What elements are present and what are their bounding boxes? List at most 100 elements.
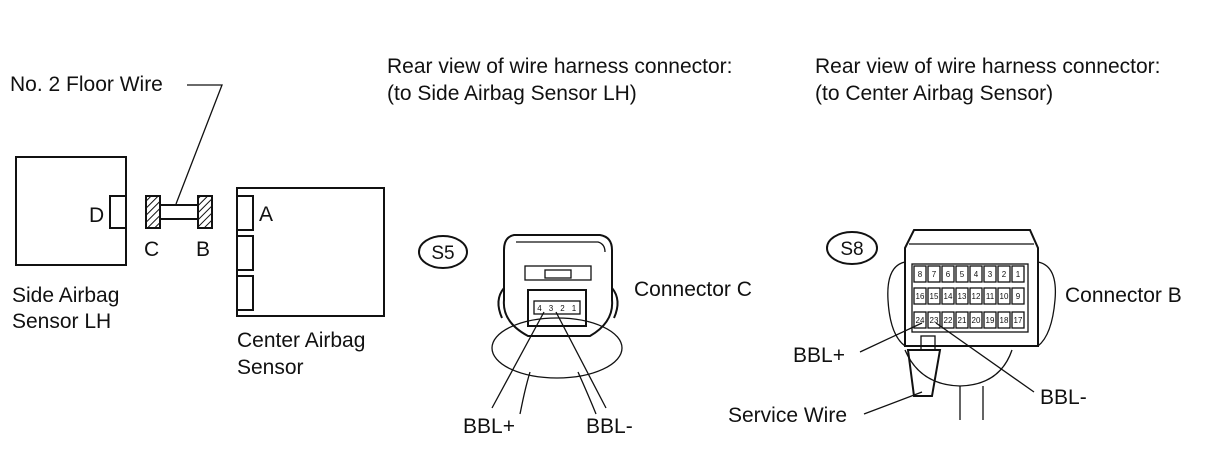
connector-a-letter: A (259, 203, 273, 226)
s5-connector-label: Connector C (634, 278, 752, 301)
s8-service-wire-leader (863, 391, 923, 415)
end-b-letter: B (196, 238, 210, 261)
s5-housing-rim (516, 241, 606, 253)
s8-pin-cell (969, 287, 983, 305)
s8-title-2: (to Center Airbag Sensor) (815, 82, 1053, 105)
s8-pin: 4 (974, 270, 979, 279)
s8-pin: 16 (916, 292, 925, 301)
s5-connector: 4 3 2 1 (491, 234, 623, 415)
s5-pin: 1 (572, 304, 577, 313)
center-airbag-sensor: A Center Airbag Sensor (236, 187, 385, 379)
s8-bbl-plus: BBL+ (793, 344, 845, 367)
s8-pin: 23 (930, 316, 939, 325)
s8-pin-cell (927, 265, 941, 283)
connector-d-letter: D (89, 204, 104, 227)
s5-pin: 4 (537, 304, 542, 313)
s8-flange-left (887, 261, 906, 347)
side-sensor-label-2: Sensor LH (12, 310, 111, 333)
s8-pin-cell (997, 311, 1011, 329)
s8-pin-grid (911, 263, 1029, 333)
s5-housing (502, 234, 614, 337)
s8-pin: 7 (932, 270, 937, 279)
s8-pin-cell (927, 287, 941, 305)
s8-pin: 11 (986, 292, 995, 301)
s8-pin-cell (913, 287, 927, 305)
s5-bbl-plus: BBL+ (463, 415, 515, 438)
s8-pin-cell (913, 311, 927, 329)
floor-wire: C B (144, 195, 213, 261)
s5-badge-outline (418, 235, 468, 269)
side-airbag-sensor: D Side Airbag Sensor LH (12, 156, 127, 333)
s8-pin-cell (969, 311, 983, 329)
s8-pin-cell (941, 311, 955, 329)
s8-pin-cell (955, 287, 969, 305)
floor-wire-label: No. 2 Floor Wire (10, 73, 163, 96)
s8-pin: 18 (1000, 316, 1009, 325)
floor-wire-end-b (197, 195, 213, 229)
s8-pin-cell (941, 265, 955, 283)
s8-pin-cell (1011, 287, 1025, 305)
s8-harness-bulge (904, 349, 1013, 387)
s8-service-wire-label: Service Wire (728, 404, 847, 427)
center-sensor-label-2: Sensor (237, 356, 304, 379)
s5-pin: 3 (549, 304, 554, 313)
s8-pin-cell (997, 265, 1011, 283)
s8-pin: 19 (986, 316, 995, 325)
floor-wire-body (159, 204, 199, 220)
s5-bbl-minus: BBL- (586, 415, 633, 438)
s8-bbl-minus-leader (935, 322, 1035, 393)
center-connector-3 (236, 275, 254, 311)
s8-bbl-plus-leader (859, 322, 923, 353)
s5-ear-left (497, 287, 505, 319)
s8-pin-cell (913, 265, 927, 283)
s8-pin-cell (997, 287, 1011, 305)
s8-pin: 12 (972, 292, 981, 301)
s8-pin: 17 (1014, 316, 1023, 325)
s8-pin-cell (983, 287, 997, 305)
s8-pin-cell (941, 287, 955, 305)
s8-pin-cell (927, 311, 941, 329)
s8-pin: 13 (958, 292, 967, 301)
s8-pin-cell (955, 311, 969, 329)
s5-cavity-block (527, 289, 587, 327)
s8-flange-right (1037, 261, 1057, 347)
s5-bbl-minus-leader (555, 311, 607, 409)
s5-title-1: Rear view of wire harness connector: (387, 55, 733, 78)
floor-wire-end-c (145, 195, 161, 229)
side-sensor-label-1: Side Airbag (12, 284, 119, 307)
end-c-letter: C (144, 238, 159, 261)
s8-pin: 6 (946, 270, 951, 279)
center-sensor-label-1: Center Airbag (237, 329, 365, 352)
s8-pin: 20 (972, 316, 981, 325)
s8-pin-cell (983, 311, 997, 329)
s5-badge: S5 (418, 235, 468, 269)
s5-ear-right (611, 287, 619, 319)
s5-latch (524, 265, 592, 281)
s8-pin: 21 (958, 316, 967, 325)
s5-bbl-plus-leader (491, 311, 545, 409)
s5-title-2: (to Side Airbag Sensor LH) (387, 82, 637, 105)
center-connector-2 (236, 235, 254, 271)
s8-pin: 22 (944, 316, 953, 325)
s8-lock-lug (920, 335, 936, 351)
s5-latch-tab (544, 269, 572, 279)
s8-pin: 2 (1002, 270, 1007, 279)
s8-title-1: Rear view of wire harness connector: (815, 55, 1161, 78)
s8-pin-cell (983, 265, 997, 283)
s8-badge: S8 (826, 231, 878, 265)
s8-pin: 9 (1016, 292, 1021, 301)
s8-badge-outline (826, 231, 878, 265)
s8-pin-cell (1011, 311, 1025, 329)
s5-harness-bulge (491, 317, 623, 379)
s8-service-wire-plug (906, 349, 942, 397)
s8-connector: 8 7 6 5 4 3 2 1 16 15 14 13 12 11 10 9 (859, 229, 1057, 420)
s8-pin: 14 (944, 292, 953, 301)
s8-pin-cell (1011, 265, 1025, 283)
side-sensor-connector-d (109, 195, 127, 229)
s5-badge-text: S5 (431, 243, 454, 264)
s8-bbl-minus: BBL- (1040, 386, 1087, 409)
s5-pins: 4 3 2 1 (537, 304, 577, 313)
s5-harness-wire-right (577, 371, 597, 415)
